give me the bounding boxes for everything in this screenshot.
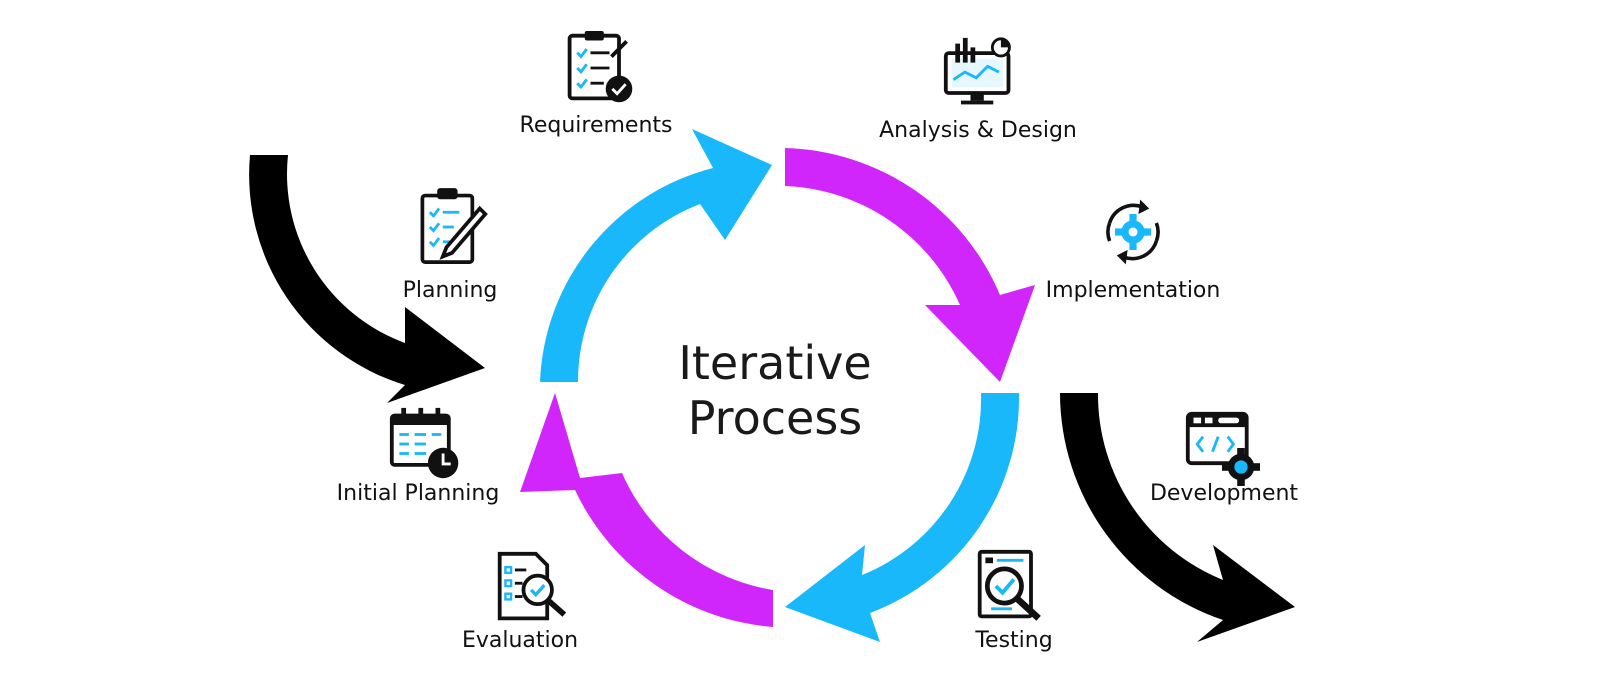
exit-arrow [1060, 393, 1295, 642]
stage-label-development: Development [1149, 481, 1299, 506]
stage-label-analysis: Analysis & Design [879, 118, 1077, 143]
stage-label-implementation: Implementation [1045, 278, 1221, 303]
entry-arrow [249, 155, 485, 403]
arrow-implementation-to-testing [785, 393, 1020, 642]
stage-label-evaluation: Evaluation [461, 628, 579, 653]
arrow-requirements-to-analysis [540, 129, 772, 382]
title-line-2: Process [687, 391, 863, 445]
code-window-gear-icon [1185, 411, 1260, 486]
stage-label-testing: Testing [975, 628, 1053, 653]
title-line-1: Iterative [678, 336, 872, 390]
monitor-analytics-icon [943, 37, 1011, 105]
checklist-magnifier-icon [497, 551, 567, 621]
stage-label-initial-planning: Initial Planning [336, 481, 500, 506]
arrow-testing-to-evaluation [520, 393, 773, 627]
calendar-clock-icon [389, 407, 459, 479]
document-magnifier-icon [977, 549, 1041, 621]
arrow-analysis-to-implementation [785, 148, 1035, 382]
stage-label-planning: Planning [402, 278, 498, 303]
checklist-clipboard-icon [567, 30, 633, 103]
gear-cycle-icon [1106, 199, 1160, 265]
stage-label-requirements: Requirements [519, 113, 673, 138]
center-title: Iterative Process [640, 336, 910, 446]
clipboard-pen-icon [420, 188, 488, 264]
